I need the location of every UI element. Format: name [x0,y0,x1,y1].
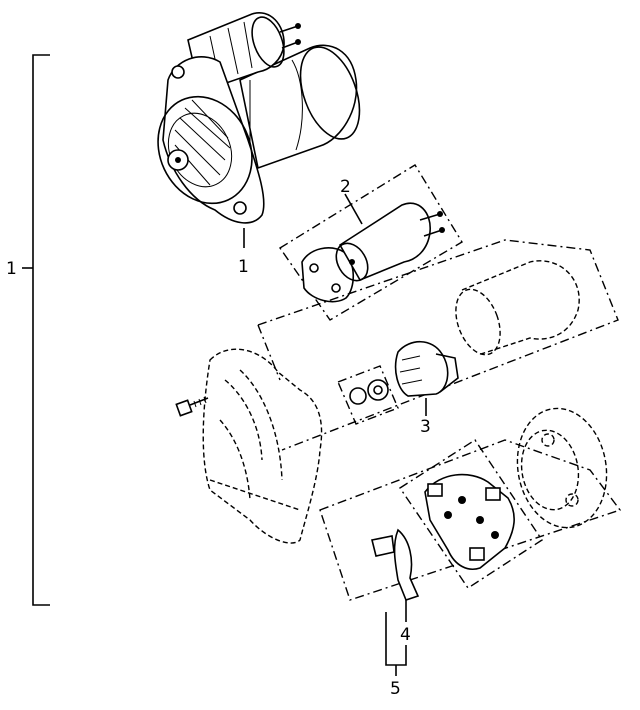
brush-bracket-parts [371,528,420,622]
callout-5-bracket [385,612,407,676]
starter-motor-assembly [157,11,361,248]
assembly-bracket [22,54,50,606]
exploded-view-outlines [257,239,622,601]
yoke-ghost [455,260,580,356]
end-cover-ghost [516,407,608,529]
brush-holder [399,439,543,589]
callout-5: 5 [390,679,401,699]
callout-2: 2 [340,177,351,197]
callout-4: 4 [400,625,411,645]
callout-1-side: 1 [6,259,17,279]
callout-3: 3 [420,417,431,437]
callout-1: 1 [238,257,249,277]
bolt [175,396,209,417]
housing-ghost [202,348,323,544]
solenoid-group [279,164,463,321]
drive-gear-group [337,340,459,425]
